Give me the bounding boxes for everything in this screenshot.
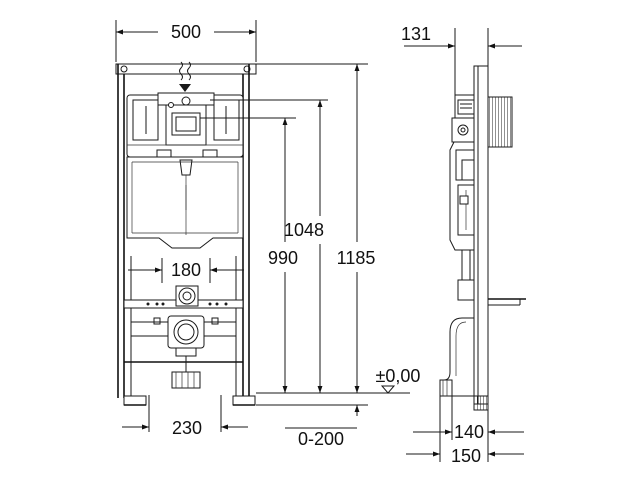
dim-flush-plate-width: 180 [171,260,201,280]
cistern [126,92,244,249]
drain-connection [124,315,243,389]
dim-height-990: 990 [268,248,298,268]
height-dimensions: 990 1048 1185 ±0,00 0-200 [200,63,421,449]
dim-adjust-range: 0-200 [298,429,344,449]
side-view: 131 140 150 [401,24,526,466]
dim-outlet-spacing: 230 [172,418,202,438]
mounting-bar [123,285,244,309]
dim-frame-depth-top: 131 [401,24,431,44]
frame-feet [123,395,256,406]
dim-depth-140: 140 [454,422,484,442]
dim-depth-150: 150 [451,446,481,466]
front-view: 500 180 230 [115,20,257,438]
dim-height-total: 1185 [337,248,376,268]
water-supply-icon [179,61,191,92]
dim-frame-width: 500 [171,22,201,42]
dim-height-1048: 1048 [284,220,324,240]
floor-level-label: ±0,00 [376,366,421,386]
